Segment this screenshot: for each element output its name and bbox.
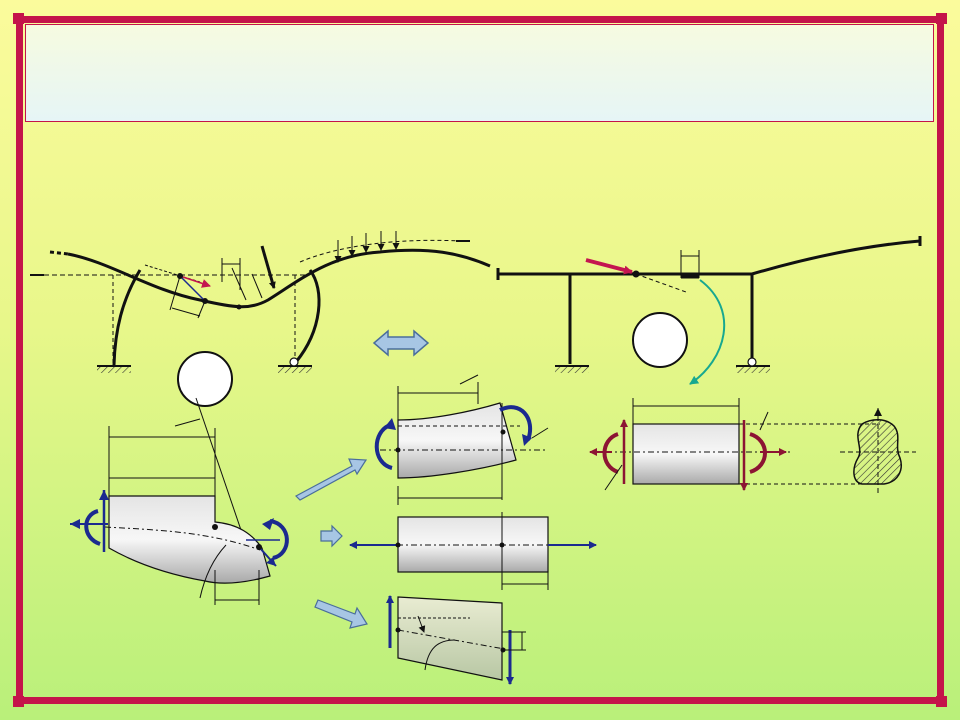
frame-corner — [936, 13, 947, 24]
arrow-to-axial-icon — [320, 524, 343, 548]
curved-bar-structure — [30, 231, 491, 581]
title-banner — [25, 24, 934, 122]
arrow-to-shear-icon — [314, 599, 368, 629]
frame-corner — [13, 13, 24, 24]
axial-element — [349, 512, 597, 590]
arrow-to-bending-icon — [295, 458, 368, 501]
cross-section-shape — [853, 419, 902, 485]
bending-element — [374, 374, 549, 505]
straight-bar-structure — [496, 236, 922, 385]
torsion-element — [589, 398, 916, 496]
frame-corner — [936, 696, 947, 707]
slide-frame — [16, 16, 944, 704]
shear-element — [386, 595, 526, 685]
frame-corner — [13, 696, 24, 707]
curved-segment-detail — [70, 418, 289, 605]
double-arrow-icon — [372, 329, 430, 357]
